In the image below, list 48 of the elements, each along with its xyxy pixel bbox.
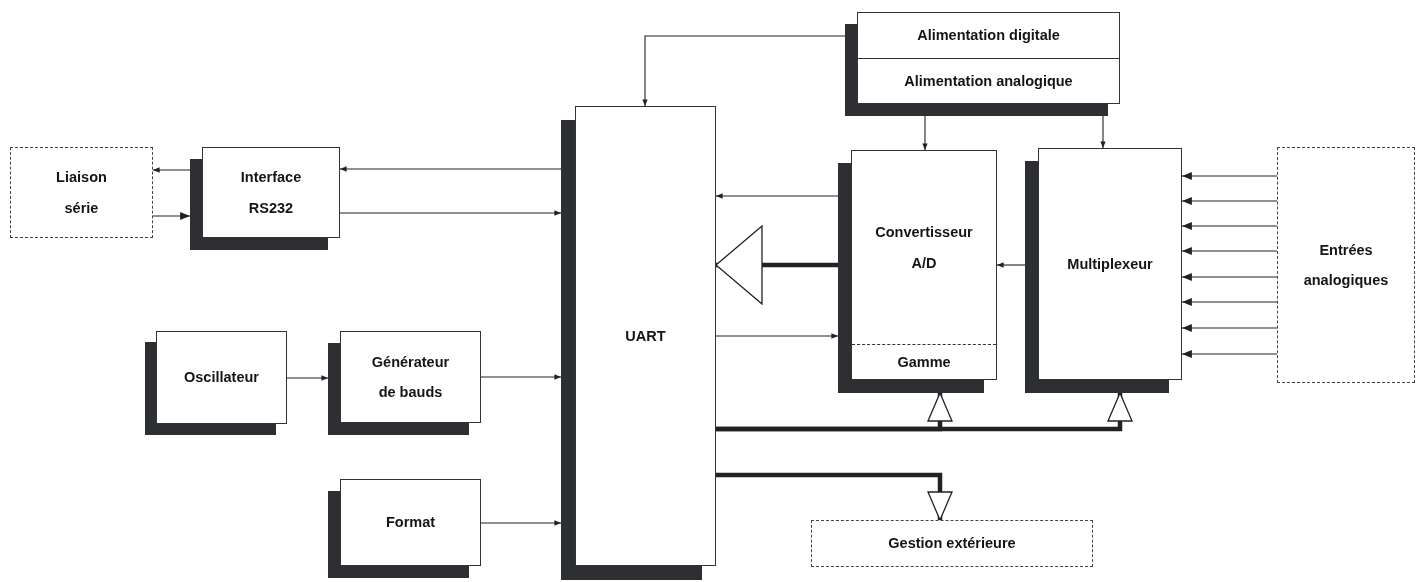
arrow bbox=[1181, 247, 1278, 255]
arrow bbox=[1181, 298, 1278, 306]
block-box bbox=[145, 331, 287, 435]
arrow bbox=[1181, 324, 1278, 332]
block-label: Alimentation analogique bbox=[904, 71, 1073, 91]
arrow bbox=[1100, 115, 1106, 149]
block-label: Format bbox=[385, 513, 436, 533]
block-box bbox=[1025, 148, 1182, 393]
arrow bbox=[152, 212, 191, 220]
arrow bbox=[480, 374, 562, 380]
block-box bbox=[328, 331, 481, 435]
bus-arrow bbox=[715, 225, 838, 305]
block-label: Alimentation digitale bbox=[917, 26, 1060, 46]
block-box bbox=[845, 12, 1120, 116]
block-label: Générateur de bauds bbox=[371, 352, 450, 402]
block-label: Oscillateur bbox=[184, 368, 259, 388]
arrow bbox=[715, 333, 839, 339]
arrow bbox=[1181, 197, 1278, 205]
dashed-box bbox=[10, 147, 153, 238]
block-label: Gestion extérieure bbox=[888, 534, 1016, 554]
arrow bbox=[642, 35, 846, 107]
block-label: UART bbox=[625, 326, 666, 346]
arrow bbox=[1181, 222, 1278, 230]
arrow bbox=[922, 115, 928, 151]
bus-arrow bbox=[716, 472, 953, 521]
block-label: Interface RS232 bbox=[240, 168, 302, 218]
block-label: Convertisseur A/D bbox=[875, 223, 973, 273]
arrow bbox=[339, 166, 562, 172]
arrow bbox=[1181, 350, 1278, 358]
arrow bbox=[1181, 172, 1278, 180]
arrow bbox=[1181, 273, 1278, 281]
block-label: Gamme bbox=[897, 352, 951, 372]
arrow bbox=[715, 193, 839, 199]
bus-arrow bbox=[716, 392, 1133, 432]
block-box bbox=[838, 150, 997, 393]
arrow bbox=[152, 167, 191, 173]
block-box bbox=[561, 106, 716, 580]
arrow bbox=[480, 520, 562, 526]
arrow bbox=[286, 375, 329, 381]
block-label: Multiplexeur bbox=[1067, 254, 1153, 274]
arrow bbox=[339, 210, 562, 216]
block-label: Liaison série bbox=[56, 168, 107, 218]
dashed-box bbox=[811, 520, 1093, 567]
arrow bbox=[996, 262, 1026, 268]
block-box bbox=[190, 147, 340, 250]
dashed-box bbox=[1277, 147, 1415, 383]
block-box bbox=[328, 479, 481, 578]
block-label: Entrées analogiques bbox=[1303, 240, 1389, 290]
